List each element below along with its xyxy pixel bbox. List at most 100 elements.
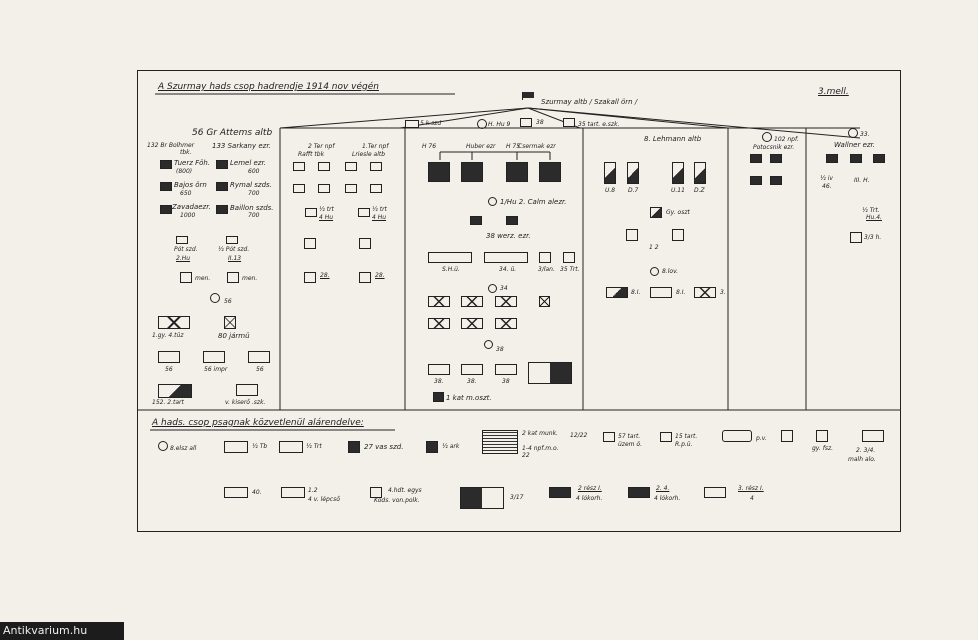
col2-a-sub: Rafft tbk: [298, 151, 325, 158]
col1-brigade2: 133 Sarkany ezr.: [212, 142, 271, 150]
col1-r1b: Lemel ezr.: [230, 159, 266, 167]
infantry-unit-icon: [160, 160, 172, 169]
col6-d: ½ Trt.: [862, 207, 880, 214]
top-unit-tart: 35 tart. e.szk.: [578, 121, 620, 128]
infantry-unit-icon: [850, 154, 862, 163]
top-unit-38: 38: [536, 119, 544, 126]
col4-f: 1 2: [649, 244, 659, 251]
col3-b38: 38: [496, 346, 504, 353]
battery-group-icon: [484, 252, 528, 263]
col4-gy: Gy. oszt: [666, 209, 690, 216]
landsturm-unit-icon: [627, 162, 639, 184]
pioneer-unit-icon: [672, 229, 684, 241]
telegraph-unit-icon: [495, 364, 517, 375]
battery-group-icon: [428, 252, 472, 263]
col4-g3: 3.: [720, 289, 726, 296]
armoured-vehicle-icon: [722, 430, 752, 442]
telegraph-unit-icon: [816, 430, 828, 442]
col1-r2b: Rymal szds.: [230, 181, 272, 189]
infantry-unit-icon: [750, 154, 762, 163]
unit-box-icon: [563, 252, 575, 263]
infantry-unit-icon: [216, 182, 228, 191]
col3-lan: 3/lan.: [538, 266, 555, 273]
unit-box-icon: [603, 432, 615, 442]
bottom-x17: 3/17: [510, 494, 524, 501]
col3-h2: H 75: [506, 143, 521, 150]
unit-box-icon: [539, 252, 551, 263]
cavalry-unit-icon: [495, 296, 517, 307]
col1-men1: men.: [195, 275, 211, 282]
battery-unit-icon: [606, 287, 628, 298]
col3-k38b: 38.: [467, 378, 477, 385]
col2-c1b: 4 Hu: [319, 214, 334, 221]
col1-r3a: Zavadaezr.: [172, 203, 211, 211]
sanitary-unit-icon: [850, 232, 862, 243]
col3-kat: 1 kat m.oszt.: [446, 394, 492, 402]
infantry-unit-icon: [160, 205, 172, 214]
col6-commander: 33.: [860, 131, 870, 138]
sanitary-unit-icon: [304, 238, 316, 249]
col1-kis: v. kiserő .szk.: [225, 399, 266, 406]
artillery-circle-icon: [484, 340, 493, 349]
unit-box-icon: [318, 162, 330, 171]
bottom-res3: 3. rész I.: [738, 485, 764, 492]
sanitary-unit-icon: [224, 441, 248, 453]
cavalry-unit-icon: [539, 296, 550, 307]
infantry-unit-icon: [216, 160, 228, 169]
horse-hospital-icon: [549, 487, 571, 498]
bottom-lep2: 4 v. lépcső: [308, 496, 340, 503]
artillery-circle-icon: [488, 284, 497, 293]
bottom-res2: 2. 4.: [656, 485, 670, 492]
unit-box-icon: [506, 216, 518, 225]
page-title: A Szurmay hads csop hadrendje 1914 nov v…: [158, 82, 379, 92]
col6-f: 3/3 h.: [864, 234, 882, 241]
bottom-ark: ½ ark: [442, 443, 460, 450]
col2-d2: 28.: [375, 272, 385, 279]
medical-unit-icon: [180, 272, 192, 283]
col2-c2: ½ trt: [372, 206, 387, 213]
col6-a: ½ iv: [820, 175, 833, 182]
col1-r3a-n: 1000: [180, 212, 196, 219]
unit-box-icon: [563, 118, 575, 127]
cavalry-circle-icon: [477, 119, 487, 129]
bottom-pv: p.v.: [756, 435, 767, 442]
col4-commander: 8. Lehmann altb: [644, 135, 702, 143]
medical-unit-icon: [227, 272, 239, 283]
cavalry-unit-icon: [694, 287, 716, 298]
infantry-unit-icon: [750, 176, 762, 185]
col3-werz: 38 werz. ezr.: [486, 232, 531, 240]
infantry-unit-icon: [770, 176, 782, 185]
bottom-res1b: 4 lókorh.: [576, 495, 603, 502]
col6-e: Hu.4.: [866, 214, 882, 221]
col1-r2a-n: 650: [180, 190, 192, 197]
horse-hospital-icon: [628, 487, 650, 498]
col3-h1b: Huber ezr: [466, 143, 496, 150]
col4-d: D.Z: [694, 187, 705, 194]
unit-box-icon: [176, 236, 188, 244]
reserve-unit-icon: [158, 384, 192, 398]
command-circle-icon: [158, 441, 168, 451]
bottom-tb: ½ Tb: [252, 443, 268, 450]
col3-tr: 35 Trt.: [560, 266, 580, 273]
cavalry-unit-icon: [428, 318, 450, 329]
unit-box-icon: [293, 162, 305, 171]
col3-h2b: Csermak ezr: [518, 143, 556, 150]
unit-box-icon: [520, 118, 532, 127]
reserve-block-icon: [528, 362, 572, 384]
col1-s56b: 56 impr: [204, 366, 228, 373]
telegraph-unit-icon: [248, 351, 270, 363]
artillery-circle-icon: [210, 293, 220, 303]
col4-a: U.8: [605, 187, 616, 194]
col3-k38c: 38: [502, 378, 510, 385]
col1-r1a-n: (800): [176, 168, 193, 175]
page-reference: 3.mell.: [818, 87, 849, 97]
top-unit-hu9: H. Hu 9: [488, 121, 511, 128]
bottom-trt: ½ Trt: [306, 443, 322, 450]
col1-r2b-n: 700: [248, 190, 260, 197]
bottom-res2b: 4 lókorh.: [654, 495, 681, 502]
unit-box-icon: [660, 432, 672, 442]
col4-g2: 8.I.: [676, 289, 686, 296]
col5-commander: 102 npf.: [774, 136, 799, 143]
col1-pal2b: II.13: [228, 255, 242, 262]
